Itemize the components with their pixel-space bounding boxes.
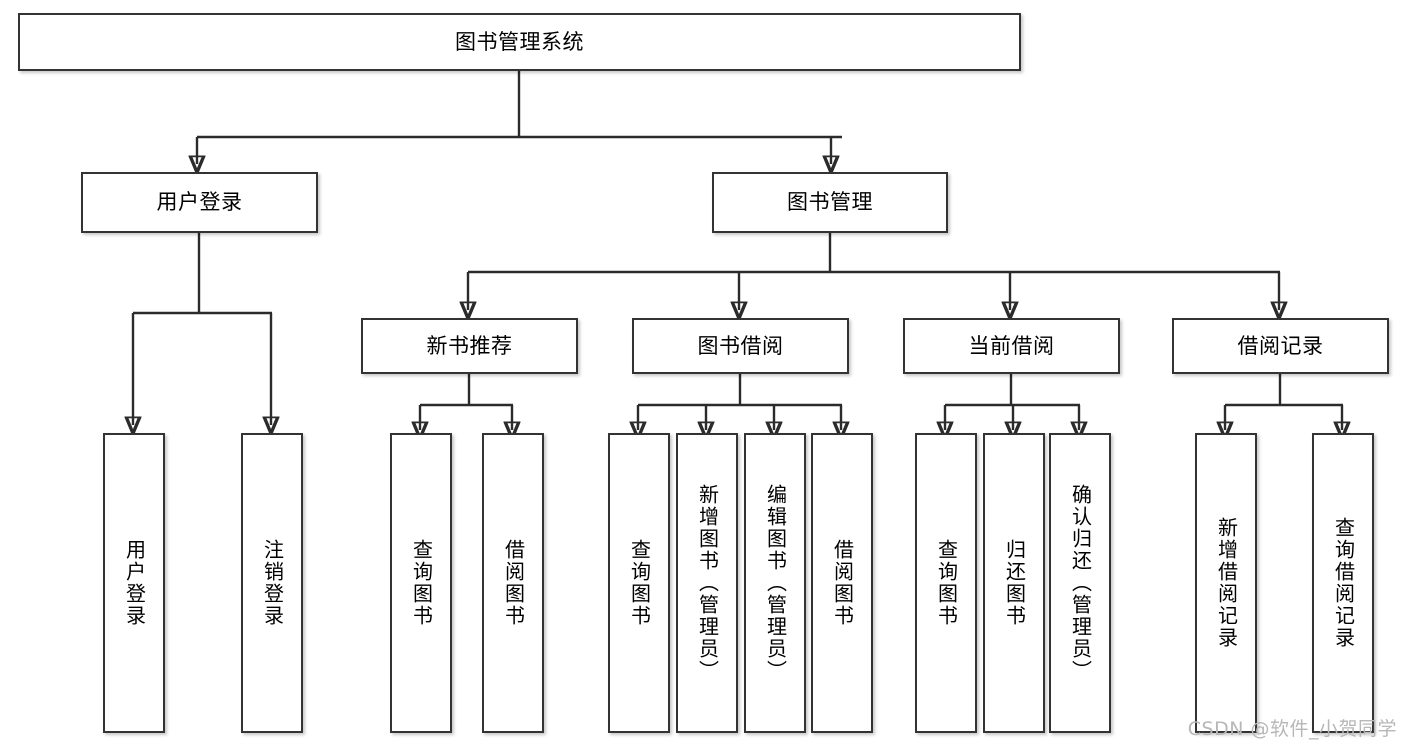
node-user-login[interactable]: 用户登录	[81, 172, 318, 233]
node-borrow-record-label: 借阅记录	[1237, 333, 1324, 358]
leaf-query-book-1[interactable]: 查询图书	[390, 433, 452, 733]
watermark: CSDN @软件_小贺同学	[1187, 718, 1397, 740]
node-book-borrow[interactable]: 图书借阅	[632, 318, 849, 374]
leaf-confirm-return-label: 确认归还（管理员）	[1068, 484, 1093, 682]
leaf-confirm-return[interactable]: 确认归还（管理员）	[1049, 433, 1111, 733]
leaf-add-record[interactable]: 新增借阅记录	[1195, 433, 1257, 733]
leaf-borrow-book-1-label: 借阅图书	[501, 539, 526, 627]
node-user-login-label: 用户登录	[156, 190, 243, 215]
leaf-borrow-book-1[interactable]: 借阅图书	[482, 433, 544, 733]
leaf-return-book[interactable]: 归还图书	[983, 433, 1045, 733]
node-root[interactable]: 图书管理系统	[18, 13, 1021, 71]
leaf-query-book-2[interactable]: 查询图书	[608, 433, 670, 733]
node-borrow-record[interactable]: 借阅记录	[1172, 318, 1389, 374]
leaf-query-book-2-label: 查询图书	[627, 539, 652, 627]
leaf-return-book-label: 归还图书	[1002, 539, 1027, 627]
leaf-user-logout[interactable]: 注销登录	[241, 433, 303, 733]
leaf-query-book-3-label: 查询图书	[934, 539, 959, 627]
leaf-borrow-book-2[interactable]: 借阅图书	[811, 433, 873, 733]
leaf-add-book-label: 新增图书（管理员）	[695, 484, 720, 682]
node-book-management-label: 图书管理	[787, 190, 873, 215]
leaf-edit-book[interactable]: 编辑图书（管理员）	[744, 433, 806, 733]
node-new-book-recommend[interactable]: 新书推荐	[361, 318, 578, 374]
node-book-management[interactable]: 图书管理	[712, 172, 948, 233]
leaf-borrow-book-2-label: 借阅图书	[830, 539, 855, 627]
leaf-add-book[interactable]: 新增图书（管理员）	[676, 433, 738, 733]
leaf-query-record-label: 查询借阅记录	[1331, 517, 1356, 649]
leaf-query-book-3[interactable]: 查询图书	[915, 433, 977, 733]
node-new-book-recommend-label: 新书推荐	[426, 333, 513, 358]
node-current-borrow[interactable]: 当前借阅	[903, 318, 1120, 374]
leaf-query-record[interactable]: 查询借阅记录	[1312, 433, 1374, 733]
leaf-user-login[interactable]: 用户登录	[103, 433, 165, 733]
leaf-add-record-label: 新增借阅记录	[1214, 517, 1239, 649]
node-root-label: 图书管理系统	[455, 29, 584, 54]
leaf-user-logout-label: 注销登录	[260, 539, 285, 627]
leaf-query-book-1-label: 查询图书	[409, 539, 434, 627]
node-current-borrow-label: 当前借阅	[968, 333, 1055, 358]
leaf-edit-book-label: 编辑图书（管理员）	[763, 484, 788, 682]
node-book-borrow-label: 图书借阅	[697, 333, 784, 358]
leaf-user-login-label: 用户登录	[122, 539, 147, 627]
